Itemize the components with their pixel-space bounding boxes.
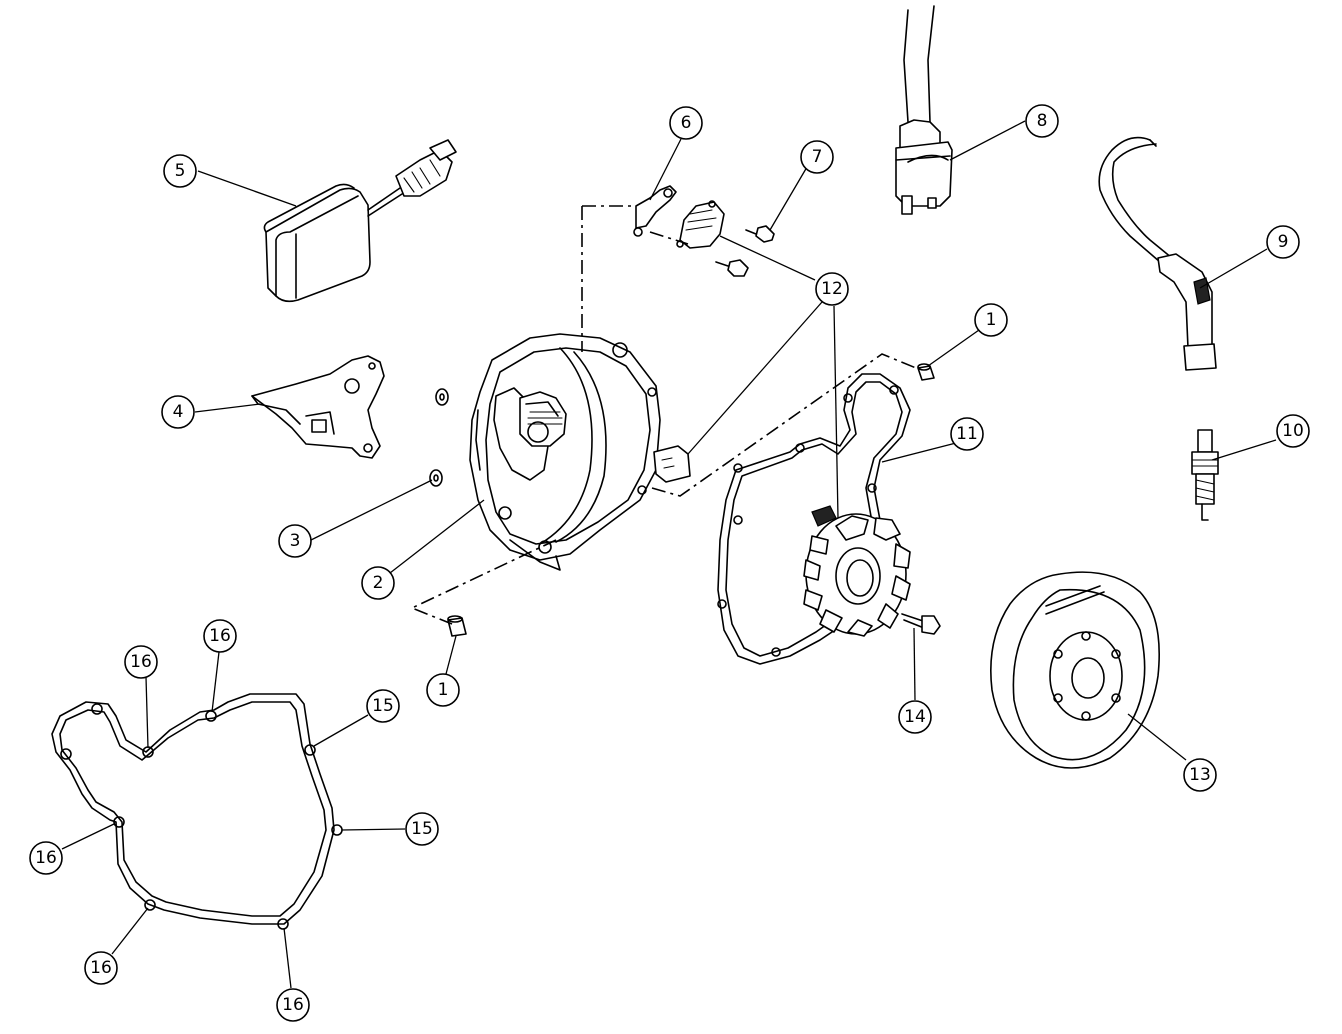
callout-9: 9 [1266,225,1300,259]
callout-1-right: 1 [974,303,1008,337]
callout-11: 11 [950,417,984,451]
leader-lines [61,120,1277,989]
callout-16-bottom-left: 16 [84,951,118,985]
svg-text:16: 16 [35,848,57,868]
stator-bolt [901,613,941,635]
svg-text:16: 16 [90,958,112,978]
svg-text:3: 3 [290,531,301,551]
svg-text:12: 12 [821,279,843,299]
svg-text:8: 8 [1037,111,1048,131]
cdi-module [263,139,457,303]
callout-15-upper: 15 [366,689,400,723]
pickup-sensor [676,200,725,249]
svg-text:15: 15 [372,696,394,716]
callout-6: 6 [669,106,703,140]
ignition-coil [895,5,953,215]
stator [803,505,911,637]
callout-16-left: 16 [29,841,63,875]
svg-text:1: 1 [438,680,449,700]
clip [633,185,677,237]
callout-13: 13 [1183,758,1217,792]
callout-7: 7 [800,140,834,174]
assembly-lines [409,205,917,625]
dowel-pin-left [447,615,467,637]
svg-text:16: 16 [282,995,304,1015]
grommet [653,445,691,483]
callout-4: 4 [161,395,195,429]
outer-gasket [51,693,343,930]
svg-text:9: 9 [1278,232,1289,252]
callout-10: 10 [1276,414,1310,448]
spark-plug [1191,429,1219,521]
screw-upper [745,225,775,243]
callout-2: 2 [361,566,395,600]
callout-12: 12 [815,272,849,306]
callout-8: 8 [1025,104,1059,138]
screw-lower [715,259,749,277]
svg-text:15: 15 [411,819,433,839]
svg-text:16: 16 [130,652,152,672]
spark-plug-boot [1098,136,1217,371]
washer-lower [429,469,443,487]
svg-text:10: 10 [1282,421,1304,441]
svg-text:7: 7 [812,147,823,167]
svg-text:16: 16 [209,626,231,646]
ignition-cover [469,333,661,571]
callout-5: 5 [163,154,197,188]
svg-text:2: 2 [373,573,384,593]
cover-gasket [717,373,911,665]
dowel-pin-right [917,363,935,381]
svg-text:13: 13 [1189,765,1211,785]
bracket [251,355,385,459]
washer-upper [435,388,449,406]
callout-16-top: 16 [203,619,237,653]
svg-text:6: 6 [681,113,692,133]
callout-1-left: 1 [426,673,460,707]
callout-15-lower: 15 [405,812,439,846]
callout-3: 3 [278,524,312,558]
svg-text:4: 4 [173,402,184,422]
callout-16-bottom: 16 [276,988,310,1022]
callout-14: 14 [898,700,932,734]
svg-text:11: 11 [956,424,978,444]
svg-text:5: 5 [175,161,186,181]
flywheel [990,571,1160,769]
svg-text:1: 1 [986,310,997,330]
svg-text:14: 14 [904,707,926,727]
callout-16-top-left: 16 [124,645,158,679]
